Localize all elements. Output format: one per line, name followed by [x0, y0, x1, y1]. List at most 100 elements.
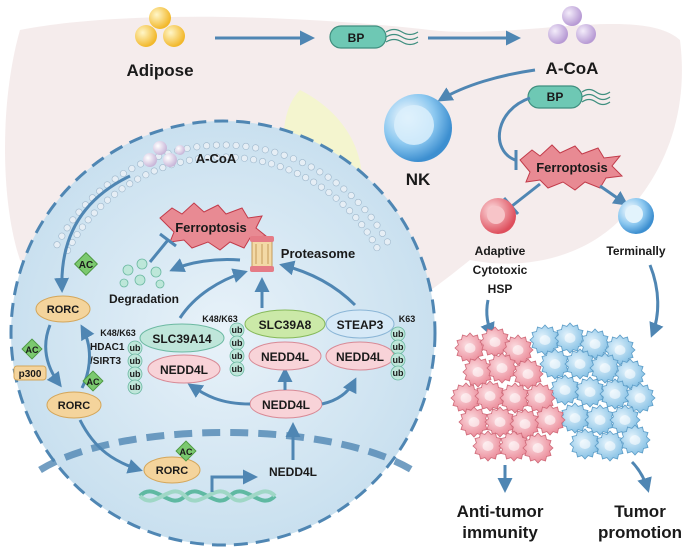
ferroptosis-right-label: Ferroptosis — [536, 160, 608, 175]
hsp-label: HSP — [488, 282, 513, 296]
ubiquitin-bead: ub — [390, 365, 406, 381]
nedd4l-left-label: NEDD4L — [160, 363, 208, 377]
inhibit-ferroptosis-adaptive — [511, 182, 541, 208]
lipid-bead — [73, 231, 81, 239]
tumor-cell — [599, 378, 631, 410]
steap3-label: STEAP3 — [337, 318, 384, 332]
lipid-bead — [259, 158, 267, 166]
lipid-bead — [204, 154, 212, 162]
arrow-acoa-rorc — [54, 174, 131, 293]
rorc-top-label: RORC — [47, 304, 79, 316]
lipid-bead — [159, 164, 167, 172]
degradation-particles-icon — [119, 258, 165, 289]
cytotoxic-label: Cytotoxic — [473, 263, 528, 277]
svg-text:ub: ub — [130, 382, 141, 392]
lipid-bead — [137, 160, 145, 168]
lipid-bead — [367, 213, 375, 221]
tumor-cell — [624, 382, 656, 414]
ubiquitin-bead: ub — [390, 352, 406, 368]
p300-box — [13, 365, 47, 381]
ac-nucleus-label: AC — [180, 447, 193, 457]
arrow-terminally-tumor — [648, 264, 664, 338]
tumor-cell — [509, 408, 541, 440]
lipid-bead — [358, 221, 366, 229]
lipid-bead — [195, 155, 203, 163]
svg-text:ub: ub — [232, 351, 243, 361]
tumor-cell — [522, 432, 554, 464]
ubiquitin-bead: ub — [390, 339, 406, 355]
ac-mid-badge — [21, 338, 43, 360]
slc39a8-label: SLC39A8 — [259, 318, 312, 332]
nedd4l-mid-label: NEDD4L — [261, 350, 309, 364]
acoa-cell-icon — [143, 141, 185, 167]
lipid-bead — [261, 146, 269, 154]
lipid-bead — [373, 221, 381, 229]
ferroptosis-right-burst — [519, 144, 624, 191]
svg-text:ub: ub — [232, 364, 243, 374]
ubiquitin-bead: ub — [127, 366, 143, 382]
lipid-bead — [307, 163, 315, 171]
tumor-cell — [539, 348, 571, 380]
arrow-slc39a14-proteasome — [178, 268, 248, 319]
lipid-bead — [346, 207, 354, 215]
ubiquitin-bead: ub — [229, 348, 245, 364]
lipid-bead — [176, 158, 184, 166]
k48k63-mid-label: K48/K63 — [202, 314, 238, 324]
lipid-bead — [150, 167, 158, 175]
nucleus-membrane — [38, 429, 414, 473]
lipid-bead — [373, 244, 381, 252]
lipid-bead — [128, 165, 136, 173]
lipid-bead — [298, 159, 306, 167]
lipid-bead — [271, 148, 279, 156]
arrow-gene-transcription — [210, 469, 258, 492]
lipid-bead — [119, 170, 127, 178]
arrow-nedd4l-right — [321, 377, 357, 406]
tumor-cell — [534, 404, 566, 436]
ferroptosis-cell-burst — [159, 202, 268, 251]
terminally-nk-cell-icon — [618, 198, 654, 234]
lipid-bead — [378, 229, 386, 237]
tumor-cell — [529, 324, 561, 356]
arrow-tumor-promotion — [630, 460, 652, 493]
ubiquitin-bead: ub — [229, 361, 245, 377]
adipose-icon — [135, 7, 185, 47]
tumor-promotion-label-line1: Tumor — [614, 502, 666, 521]
lipid-bead — [222, 141, 230, 149]
ac-rorc-badge — [82, 370, 104, 392]
lipid-bead — [252, 144, 260, 152]
ubiquitin-bead: ub — [127, 340, 143, 356]
lipid-bead — [222, 153, 230, 161]
lipid-bead — [53, 241, 61, 249]
lipid-bead — [368, 236, 376, 244]
lipid-bead — [340, 185, 348, 193]
svg-text:ub: ub — [393, 355, 404, 365]
proteasome-label: Proteasome — [281, 246, 355, 261]
lipid-bead — [212, 141, 220, 149]
nedd4l-center-label: NEDD4L — [262, 398, 310, 412]
lipid-bead — [302, 174, 310, 182]
steap3-complex — [325, 309, 395, 371]
nk-cell-icon — [384, 94, 452, 162]
lipid-bead — [250, 156, 258, 164]
adaptive-label: Adaptive — [475, 244, 526, 258]
lipid-bead — [354, 198, 362, 206]
inhibit-bar-degradation — [159, 232, 177, 248]
arrow-proteasome-degradation — [169, 258, 241, 272]
lipid-bead — [213, 153, 221, 161]
arrow-acoa-nk — [437, 68, 536, 102]
ac-nucleus-badge — [175, 440, 197, 462]
tumor-cell — [472, 430, 504, 462]
lipid-bead — [231, 153, 239, 161]
arrow-rorc-acetylation — [44, 324, 62, 388]
ac-top-badge — [73, 251, 99, 277]
arrow-steap3-proteasome — [279, 260, 357, 307]
svg-text:ub: ub — [393, 329, 404, 339]
lipid-bead — [325, 188, 333, 196]
ubiquitin-bead: ub — [127, 353, 143, 369]
lipid-bead — [339, 200, 347, 208]
k48k63-left-label: K48/K63 — [100, 328, 136, 338]
lipid-bead — [111, 190, 119, 198]
tumor-cell — [454, 332, 486, 364]
bp-right-label: BP — [547, 90, 564, 104]
